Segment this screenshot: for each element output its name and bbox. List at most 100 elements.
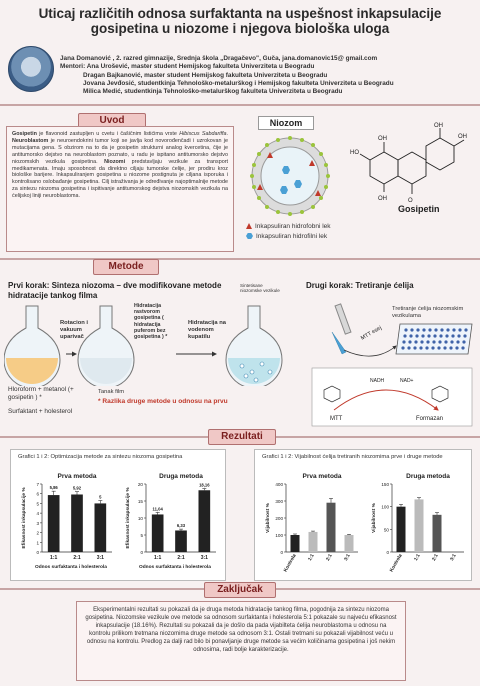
y-axis-label: Efikasnost inkapsulacije % — [125, 487, 131, 549]
x-tick-label: 3:1 — [449, 553, 458, 562]
formazan-label: Formazan — [416, 416, 443, 422]
y-tick-label: 0 — [140, 550, 143, 555]
x-tick-label: 2:1 — [73, 555, 80, 561]
water-bath-label: Hidratacija na vodenom kupatilu — [188, 320, 227, 340]
reaction-arrow — [333, 389, 439, 411]
oh-label: OH — [458, 134, 467, 140]
y-tick-label: 300 — [275, 499, 283, 504]
chart-title: Druga metoda — [159, 473, 203, 480]
hexagon-icon — [246, 233, 253, 239]
y-tick-label: 4 — [36, 511, 39, 516]
intro-paragraph: Gosipetin je flavonoid zastupljen u cvet… — [7, 127, 233, 204]
x-tick-label: 1:1 — [50, 555, 57, 561]
bar — [175, 530, 187, 552]
x-tick-label: 2:1 — [431, 553, 440, 562]
lipid-heads — [250, 136, 330, 216]
mtt-assay-label: MTT esej — [360, 325, 383, 342]
results-panel-left — [10, 449, 226, 581]
x-tick-label: 1:1 — [154, 555, 161, 561]
legend-label: Inkapsuliran hidrofobni lek — [255, 223, 331, 230]
x-tick-label: 2:1 — [325, 553, 334, 562]
mentor-line: Mentori: Ana Urošević, master student He… — [60, 63, 315, 71]
x-tick-label: Kontrola — [389, 553, 404, 573]
y-tick-label: 100 — [381, 505, 389, 510]
x-axis-label: Odnos surfaktanta i holesterola — [139, 564, 211, 570]
y-tick-label: 50 — [384, 527, 390, 532]
y-tick-label: 7 — [36, 482, 39, 487]
intro-species: Hibiscus Sabdariffa — [179, 131, 227, 137]
bar — [396, 506, 406, 552]
university-logo — [8, 46, 54, 92]
flask-sequence — [4, 305, 283, 386]
step1-title: Prvi korak: Sinteza niozoma – dve modifi… — [8, 281, 222, 300]
data-label: 5 — [99, 495, 102, 500]
y-tick-label: 400 — [275, 482, 283, 487]
rotacion-label: Rotacion i vakuum uparivač — [60, 320, 89, 340]
conclusion-box: Eksperimentalni rezultati su pokazali da… — [76, 601, 406, 681]
mentor-line: Jovana Jevđosić, studentkinja Tehnološko… — [83, 79, 394, 87]
intro-text: je flavonoid zastupljen u cvetu i čašičn… — [36, 131, 180, 137]
bar — [151, 514, 164, 552]
data-label: 5,92 — [73, 486, 82, 491]
y-tick-label: 0 — [280, 550, 283, 555]
intro-box: Gosipetin je flavonoid zastupljen u cvet… — [6, 126, 234, 252]
intro-text: je neuroendokrini tumor koji se javlja k… — [12, 137, 228, 165]
x-tick-label: 1:1 — [307, 553, 316, 562]
bar — [308, 531, 318, 552]
o-label: O — [408, 198, 413, 204]
y-tick-label: 6 — [36, 492, 39, 497]
divider — [0, 258, 480, 260]
x-tick-label: 3:1 — [97, 555, 104, 561]
legend-hydrophobic: Inkapsuliran hidrofobni lek — [246, 222, 331, 232]
bar — [344, 535, 354, 552]
y-tick-label: 1 — [36, 540, 39, 545]
y-tick-label: 3 — [36, 521, 39, 526]
flask-2-film — [80, 358, 132, 384]
hydration-label: Hidratacija rastvorom gosipetina ( hidra… — [134, 303, 168, 341]
bar — [290, 535, 300, 552]
bar — [414, 499, 424, 552]
bar — [94, 503, 107, 552]
synth-label: Sintetisane niozomske vezikule — [240, 283, 280, 294]
data-label: 6,33 — [177, 523, 186, 528]
vesicles — [239, 361, 273, 383]
ho-label: HO — [350, 150, 359, 156]
well-plate-icon — [395, 323, 473, 355]
gosipetin-structure: OH HO OH O OH OH — [350, 123, 467, 204]
thin-film-label: Tanak film — [98, 389, 125, 395]
chart-title: Druga metoda — [406, 473, 450, 480]
method-note: * Razlika druge metode u odnosu na prvu — [98, 398, 228, 405]
mtt-structure — [323, 385, 449, 403]
y-tick-label: 20 — [138, 482, 144, 487]
y-tick-label: 0 — [36, 550, 39, 555]
x-tick-label: Kontrola — [283, 553, 298, 573]
authors-block: Jana Domanović , 2. razred gimnazije, Sr… — [60, 55, 472, 96]
y-tick-label: 5 — [140, 533, 143, 538]
oh-label: OH — [434, 123, 443, 129]
chart-title: Prva metoda — [57, 473, 96, 480]
arrow — [343, 345, 397, 357]
legend-label: Inkapsuliran hidrofilni lek — [256, 233, 328, 240]
hydrophobic-drugs — [257, 152, 321, 196]
surfactant-label: Surfaktant + holesterol — [8, 408, 73, 415]
mentor-line: Milica Medić, studentkinja Tehnološko-me… — [83, 88, 343, 96]
divider — [0, 104, 480, 106]
data-label: 18,16 — [199, 483, 210, 488]
bar — [47, 495, 60, 552]
poster-title: Uticaj različitih odnosa surfaktanta na … — [38, 6, 442, 36]
y-tick-label: 15 — [138, 499, 144, 504]
x-axis-label: Odnos surfaktanta i holesterola — [35, 564, 107, 570]
mtt-label: MTT — [330, 416, 343, 422]
oh-label: OH — [378, 196, 387, 202]
y-axis-label: Vijabilnost % — [265, 502, 271, 532]
conclusion-text: Eksperimentalni rezultati su pokazali da… — [85, 607, 397, 653]
gosipetin-label: Gosipetin — [398, 204, 440, 214]
section-metode: Metode — [93, 259, 159, 275]
intro-term: Neuroblastom — [12, 137, 49, 144]
oh-label: OH — [378, 136, 387, 142]
results-right-heading: Grafici 1 i 2: Vijabilnost ćelija tretir… — [262, 454, 443, 460]
legend-hydrophilic: Inkapsuliran hidrofilni lek — [246, 232, 331, 242]
